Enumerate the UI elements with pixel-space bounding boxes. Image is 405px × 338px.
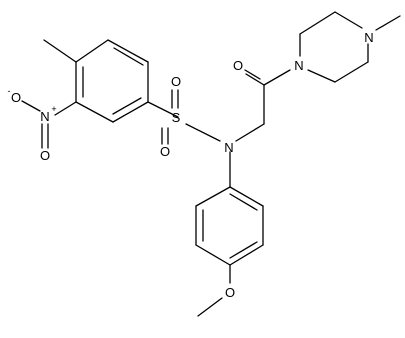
bond [197, 297, 223, 317]
atom-label-nitro-o: O [40, 148, 50, 163]
bond [263, 69, 291, 86]
bond [185, 123, 221, 142]
atom-label-sulfonyl-o-top: O [171, 74, 181, 89]
atom-label-sulfonyl-o-bottom: O [160, 144, 170, 159]
atom-label-piperazine-n-methyl: N [364, 30, 373, 45]
bond [235, 123, 265, 142]
bond [229, 244, 264, 266]
atom-label-nitro-n: N [40, 109, 49, 124]
bond [112, 101, 149, 123]
bond [112, 97, 142, 115]
atom-label-methoxy-o: O [225, 285, 235, 300]
bond [43, 39, 77, 63]
bond [375, 15, 401, 31]
bond [299, 11, 336, 35]
bond [229, 186, 264, 207]
bond [147, 101, 179, 118]
bond [113, 47, 144, 66]
bond [75, 101, 114, 123]
bond [245, 73, 265, 86]
bond [307, 69, 336, 83]
bond [334, 61, 369, 83]
bond [334, 11, 363, 29]
charge-minus: - [8, 86, 11, 96]
atom-label-nitro-o-minus: O [11, 90, 21, 105]
bond [75, 39, 109, 63]
bonds [21, 11, 401, 317]
bond [195, 186, 231, 207]
atom-label-sulfonamide-n: N [224, 140, 233, 155]
bond [229, 193, 258, 211]
atom-label-sulfur: S [172, 110, 181, 125]
bond [107, 39, 149, 63]
bond [54, 101, 77, 116]
bond [244, 69, 261, 80]
charge-plus: + [51, 104, 56, 114]
bond [21, 100, 41, 112]
atom-label-carbonyl-o: O [233, 58, 243, 73]
bond [195, 244, 231, 266]
atom-label-piperazine-n-amide: N [294, 58, 303, 73]
bond [229, 241, 258, 259]
atom-labels: O - N + O S O O N O N N O [8, 30, 374, 300]
